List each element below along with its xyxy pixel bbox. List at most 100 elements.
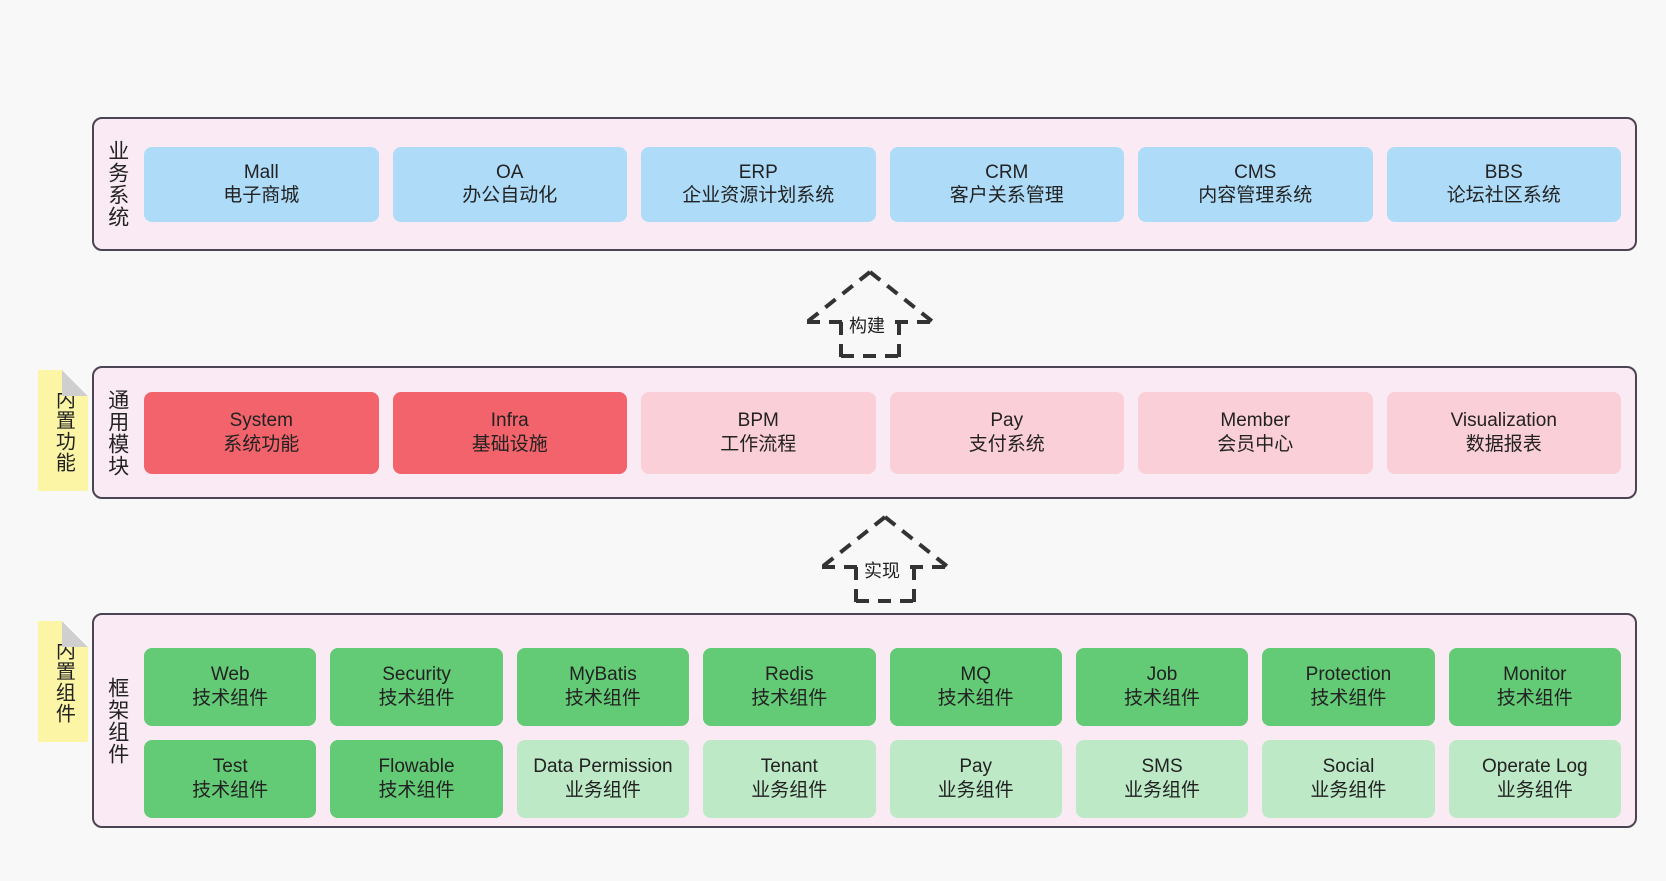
card-operate-log[interactable]: Operate Log 业务组件 xyxy=(1448,739,1621,818)
card-title-en: Pay xyxy=(959,756,993,778)
card-title-cn: 企业资源计划系统 xyxy=(682,185,835,206)
card-title-en: Operate Log xyxy=(1481,756,1588,778)
card-title-en: Tenant xyxy=(760,756,818,778)
card-title-en: Protection xyxy=(1305,664,1392,686)
card-title-en: MyBatis xyxy=(569,664,637,686)
card-title-cn: 支付系统 xyxy=(968,433,1045,455)
card-infra[interactable]: Infra 基础设施 xyxy=(392,391,627,474)
card-title-en: Redis xyxy=(765,664,814,686)
card-title-en: Data Permission xyxy=(533,756,673,778)
card-title-en: Social xyxy=(1322,756,1375,778)
card-title-cn: 工作流程 xyxy=(720,433,797,455)
note-builtin-component: 内置组件 xyxy=(38,621,88,742)
note-builtin-feature: 内置功能 xyxy=(38,370,88,491)
layer-body-business-system: Mall 电子商城 OA 办公自动化 ERP 企业资源计划系统 CRM 客户关系… xyxy=(140,119,1635,249)
card-title-cn: 办公自动化 xyxy=(462,185,558,206)
card-title-cn: 客户关系管理 xyxy=(949,185,1064,206)
card-title-en: Pay xyxy=(990,410,1024,432)
card-security[interactable]: Security 技术组件 xyxy=(330,647,503,726)
layer-framework-component[interactable]: 框架组件 Web 技术组件 Security 技术组件 MyBatis 技术组件… xyxy=(92,613,1637,828)
card-mq[interactable]: MQ 技术组件 xyxy=(889,647,1062,726)
card-title-cn: 技术组件 xyxy=(937,687,1014,709)
card-title-cn: 技术组件 xyxy=(1310,687,1387,709)
card-title-en: MQ xyxy=(960,664,991,686)
card-web[interactable]: Web 技术组件 xyxy=(144,647,317,726)
framework-row-technical: Web 技术组件 Security 技术组件 MyBatis 技术组件 Redi… xyxy=(144,647,1621,726)
card-title-cn: 技术组件 xyxy=(378,687,455,709)
card-title-en: Visualization xyxy=(1450,410,1557,432)
layer-business-system[interactable]: 业务系统 Mall 电子商城 OA 办公自动化 ERP 企业资源计划系统 CRM… xyxy=(92,117,1637,251)
card-title-cn: 技术组件 xyxy=(751,687,828,709)
connector-build-label: 构建 xyxy=(847,312,887,338)
framework-row-business: Test 技术组件 Flowable 技术组件 Data Permission … xyxy=(144,739,1621,818)
card-title-en: Security xyxy=(382,664,451,686)
card-title-en: Monitor xyxy=(1503,664,1567,686)
card-member[interactable]: Member 会员中心 xyxy=(1138,391,1373,474)
card-title-en: BBS xyxy=(1484,161,1523,183)
card-title-cn: 业务组件 xyxy=(1496,779,1573,801)
note-builtin-feature-label: 内置功能 xyxy=(52,388,75,473)
card-title-cn: 技术组件 xyxy=(1124,687,1201,709)
card-monitor[interactable]: Monitor 技术组件 xyxy=(1448,647,1621,726)
card-title-cn: 技术组件 xyxy=(378,779,455,801)
card-title-en: Flowable xyxy=(378,756,455,778)
card-mybatis[interactable]: MyBatis 技术组件 xyxy=(516,647,690,726)
card-system[interactable]: System 系统功能 xyxy=(144,391,379,474)
card-crm[interactable]: CRM 客户关系管理 xyxy=(889,146,1124,222)
card-pay[interactable]: Pay 支付系统 xyxy=(889,391,1124,474)
card-bpm[interactable]: BPM 工作流程 xyxy=(641,391,876,474)
layer-title-common-module: 通用模块 xyxy=(105,388,129,477)
layer-body-framework-component: Web 技术组件 Security 技术组件 MyBatis 技术组件 Redi… xyxy=(140,615,1635,850)
card-flowable[interactable]: Flowable 技术组件 xyxy=(330,739,503,818)
card-title-en: Infra xyxy=(490,410,529,432)
card-sms[interactable]: SMS 业务组件 xyxy=(1075,739,1249,818)
card-title-en: OA xyxy=(496,161,524,183)
card-bbs[interactable]: BBS 论坛社区系统 xyxy=(1386,146,1621,222)
connector-implement-label: 实现 xyxy=(862,557,902,583)
connector-build: 构建 xyxy=(795,268,945,358)
card-visualization[interactable]: Visualization 数据报表 xyxy=(1386,391,1621,474)
card-title-cn: 业务组件 xyxy=(564,779,641,801)
card-title-cn: 业务组件 xyxy=(751,779,828,801)
card-title-en: BPM xyxy=(737,410,779,432)
card-title-cn: 系统功能 xyxy=(223,433,300,455)
card-title-en: ERP xyxy=(738,161,778,183)
card-title-en: Mall xyxy=(243,161,279,183)
card-title-en: CRM xyxy=(985,161,1029,183)
connector-implement: 实现 xyxy=(810,513,960,603)
layer-title-framework-component: 框架组件 xyxy=(105,676,129,765)
card-oa[interactable]: OA 办公自动化 xyxy=(392,146,627,222)
card-title-cn: 技术组件 xyxy=(192,687,269,709)
layer-title-business-system: 业务系统 xyxy=(105,140,129,228)
note-builtin-component-label: 内置组件 xyxy=(52,639,75,724)
card-title-en: System xyxy=(229,410,293,432)
card-pay-business[interactable]: Pay 业务组件 xyxy=(889,739,1062,818)
card-title-en: Job xyxy=(1146,664,1178,686)
card-redis[interactable]: Redis 技术组件 xyxy=(703,647,876,726)
card-title-cn: 技术组件 xyxy=(564,687,641,709)
card-title-cn: 内容管理系统 xyxy=(1198,185,1313,206)
card-tenant[interactable]: Tenant 业务组件 xyxy=(703,739,876,818)
card-title-en: Test xyxy=(212,756,248,778)
card-mall[interactable]: Mall 电子商城 xyxy=(144,146,379,222)
card-title-en: CMS xyxy=(1234,161,1277,183)
card-social[interactable]: Social 业务组件 xyxy=(1262,739,1435,818)
card-title-cn: 基础设施 xyxy=(471,433,548,455)
card-title-en: Web xyxy=(210,664,250,686)
card-title-cn: 业务组件 xyxy=(1124,779,1201,801)
card-title-cn: 业务组件 xyxy=(1310,779,1387,801)
card-protection[interactable]: Protection 技术组件 xyxy=(1262,647,1435,726)
layer-common-module[interactable]: 通用模块 System 系统功能 Infra 基础设施 BPM 工作流程 Pay… xyxy=(92,366,1637,499)
card-data-permission[interactable]: Data Permission 业务组件 xyxy=(516,739,690,818)
card-title-cn: 技术组件 xyxy=(1496,687,1573,709)
card-test[interactable]: Test 技术组件 xyxy=(144,739,317,818)
card-erp[interactable]: ERP 企业资源计划系统 xyxy=(641,146,876,222)
card-title-en: Member xyxy=(1220,410,1291,432)
card-title-cn: 会员中心 xyxy=(1217,433,1294,455)
card-title-cn: 电子商城 xyxy=(223,185,300,206)
card-job[interactable]: Job 技术组件 xyxy=(1075,647,1249,726)
layer-body-common-module: System 系统功能 Infra 基础设施 BPM 工作流程 Pay 支付系统… xyxy=(140,368,1635,497)
card-title-cn: 技术组件 xyxy=(192,779,269,801)
card-cms[interactable]: CMS 内容管理系统 xyxy=(1138,146,1373,222)
